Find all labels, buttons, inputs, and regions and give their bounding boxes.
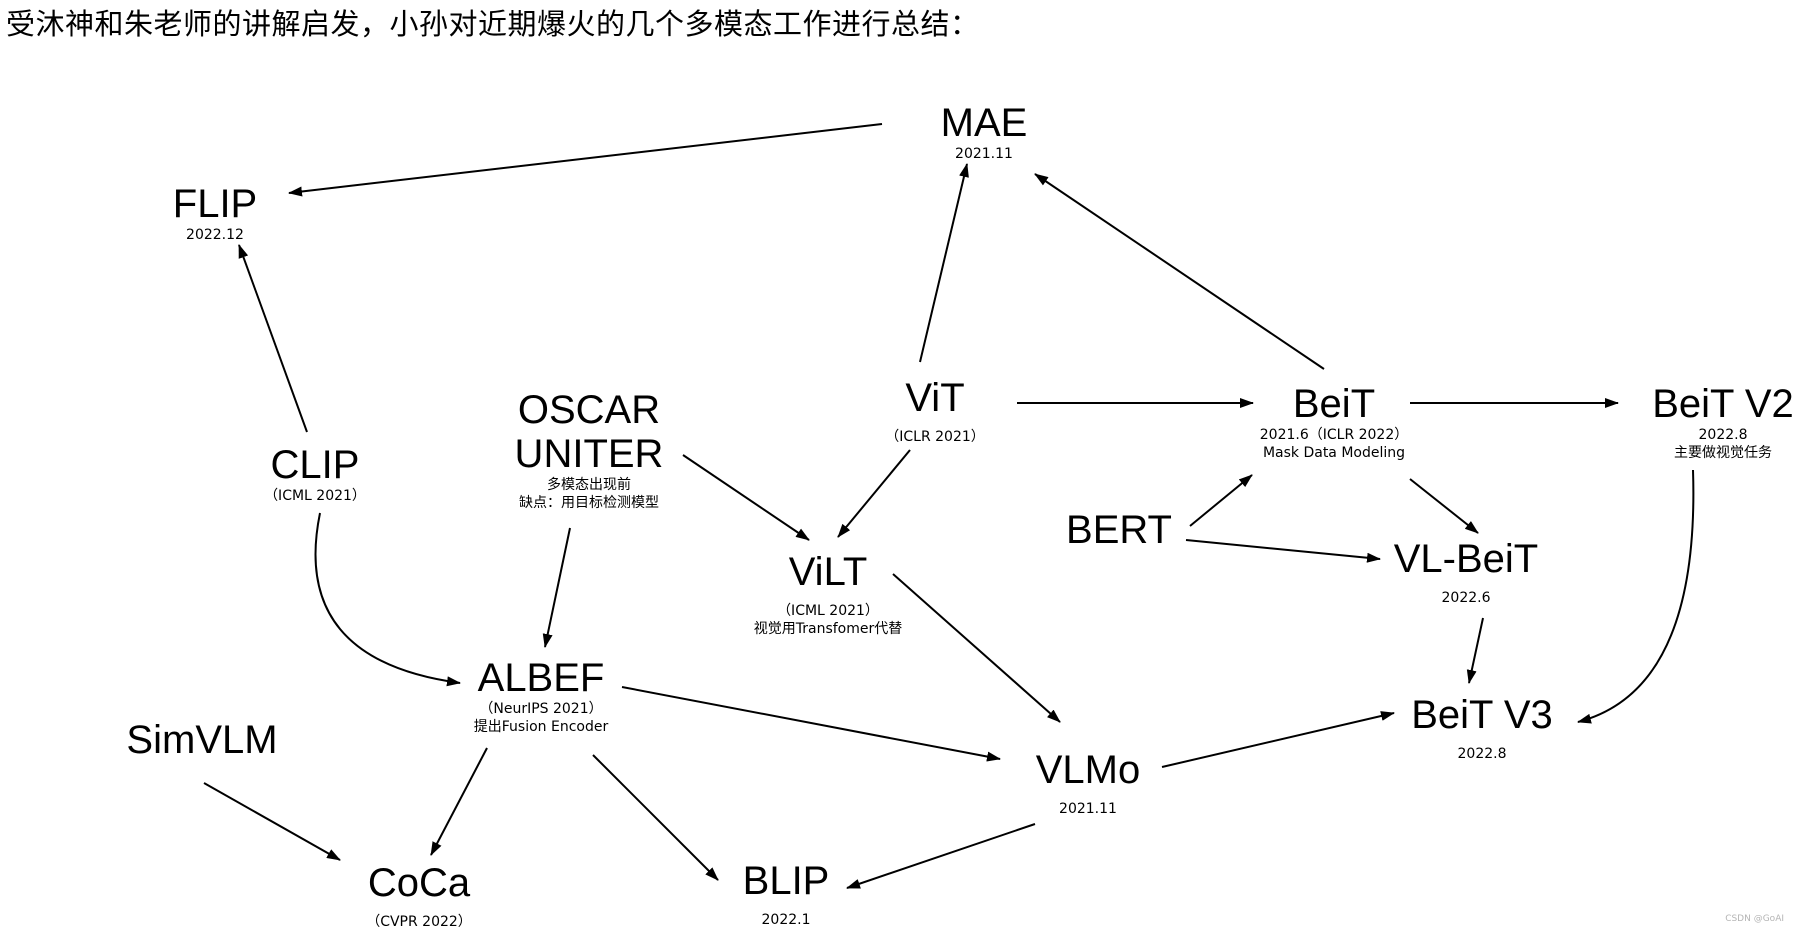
- node-vlbeit-name: VL-BeiT: [1393, 537, 1539, 581]
- edge-bert-to-beit: [1189, 474, 1253, 527]
- node-mae: MAE 2021.11: [941, 101, 1028, 163]
- edge-vlmo-to-beitv3: [1161, 711, 1395, 768]
- node-mae-name: MAE: [940, 101, 1028, 145]
- node-vlmo-name: VLMo: [1035, 748, 1141, 792]
- node-blip-name: BLIP: [742, 859, 830, 903]
- edge-simvlm-to-coca: [203, 782, 341, 861]
- node-coca: CoCa （CVPR 2022）: [366, 861, 472, 931]
- watermark: CSDN @GoAI: [1725, 914, 1784, 924]
- edge-albef-to-coca: [430, 747, 488, 856]
- node-flip: FLIP 2022.12: [173, 182, 257, 244]
- node-vlmo-date: 2021.11: [1059, 801, 1117, 817]
- edge-beitv2-to-beitv3: [1577, 469, 1695, 724]
- node-mae-date: 2021.11: [955, 146, 1013, 162]
- node-oscar-name: OSCAR: [517, 388, 661, 432]
- node-vit-name: ViT: [905, 376, 965, 420]
- edge-clip-to-flip: [238, 244, 308, 433]
- edge-albef-to-blip: [592, 754, 719, 881]
- node-beitv3: BeiT V3 2022.8: [1411, 693, 1553, 763]
- node-beit-note: Mask Data Modeling: [1262, 445, 1406, 461]
- edge-beit-to-vlbeit: [1409, 478, 1479, 534]
- node-beitv3-name: BeiT V3: [1411, 693, 1553, 737]
- node-flip-date: 2022.12: [186, 227, 244, 243]
- node-oscar-note: 多模态出现前: [546, 477, 631, 493]
- edge-albef-to-vlmo: [621, 686, 1001, 762]
- page-heading: 受沐神和朱老师的讲解启发，小孙对近期爆火的几个多模态工作进行总结：: [6, 7, 980, 41]
- node-vilt-note: 视觉用Transfomer代替: [753, 621, 903, 637]
- node-vlbeit-date: 2022.6: [1441, 590, 1491, 606]
- node-clip: CLIP （ICML 2021）: [264, 443, 366, 505]
- node-blip: BLIP 2022.1: [743, 859, 830, 929]
- node-bert-name: BERT: [1066, 508, 1172, 552]
- node-beitv2-name: BeiT V2: [1652, 382, 1794, 426]
- node-beit: BeiT 2021.6（ICLR 2022） Mask Data Modelin…: [1260, 382, 1409, 462]
- edge-mae-to-flip: [288, 123, 883, 197]
- edge-vit-to-mae: [919, 163, 969, 363]
- edge-clip-to-albef: [314, 512, 461, 687]
- node-albef-name: ALBEF: [477, 656, 605, 700]
- edge-vit-to-vilt: [837, 449, 911, 538]
- node-flip-name: FLIP: [172, 182, 258, 226]
- edge-oscar-to-vilt: [682, 454, 810, 541]
- edge-vlmo-to-blip: [846, 823, 1036, 889]
- node-uniter-name: UNITER: [514, 432, 664, 476]
- edge-bert-to-vlbeit: [1185, 539, 1381, 563]
- node-beit-name: BeiT: [1292, 382, 1376, 426]
- node-vit: ViT （ICLR 2021）: [885, 376, 985, 446]
- edge-vlbeit-to-beitv3: [1466, 617, 1484, 684]
- node-oscar-drawback: 缺点：用目标检测模型: [518, 495, 659, 511]
- node-albef-venue: （NeurIPS 2021）: [479, 701, 603, 717]
- node-beitv3-date: 2022.8: [1457, 746, 1507, 762]
- node-bert: BERT: [1066, 508, 1172, 552]
- node-vilt: ViLT （ICML 2021） 视觉用Transfomer代替: [754, 550, 903, 638]
- node-oscar-uniter: OSCAR UNITER 多模态出现前 缺点：用目标检测模型: [515, 388, 664, 512]
- node-beitv2-note: 主要做视觉任务: [1674, 445, 1772, 461]
- node-vilt-name: ViLT: [788, 550, 868, 594]
- node-simvlm: SimVLM: [126, 718, 277, 762]
- edge-oscar-to-albef: [542, 527, 571, 648]
- node-coca-name: CoCa: [367, 861, 471, 905]
- edge-beit-to-mae: [1034, 173, 1325, 370]
- node-clip-name: CLIP: [270, 443, 360, 487]
- node-vlbeit: VL-BeiT 2022.6: [1394, 537, 1539, 607]
- node-beit-venue: 2021.6（ICLR 2022）: [1259, 427, 1409, 443]
- node-blip-date: 2022.1: [761, 912, 811, 928]
- node-beitv2: BeiT V2 2022.8 主要做视觉任务: [1652, 382, 1794, 462]
- node-vilt-venue: （ICML 2021）: [777, 603, 879, 619]
- node-coca-venue: （CVPR 2022）: [366, 914, 472, 930]
- node-beitv2-date: 2022.8: [1698, 427, 1748, 443]
- node-albef-note: 提出Fusion Encoder: [473, 719, 609, 735]
- edge-vilt-to-vlmo: [892, 573, 1061, 723]
- node-vlmo: VLMo 2021.11: [1036, 748, 1141, 818]
- node-vit-venue: （ICLR 2021）: [885, 429, 985, 445]
- node-simvlm-name: SimVLM: [126, 718, 278, 762]
- node-albef: ALBEF （NeurIPS 2021） 提出Fusion Encoder: [474, 656, 608, 736]
- node-clip-venue: （ICML 2021）: [264, 488, 366, 504]
